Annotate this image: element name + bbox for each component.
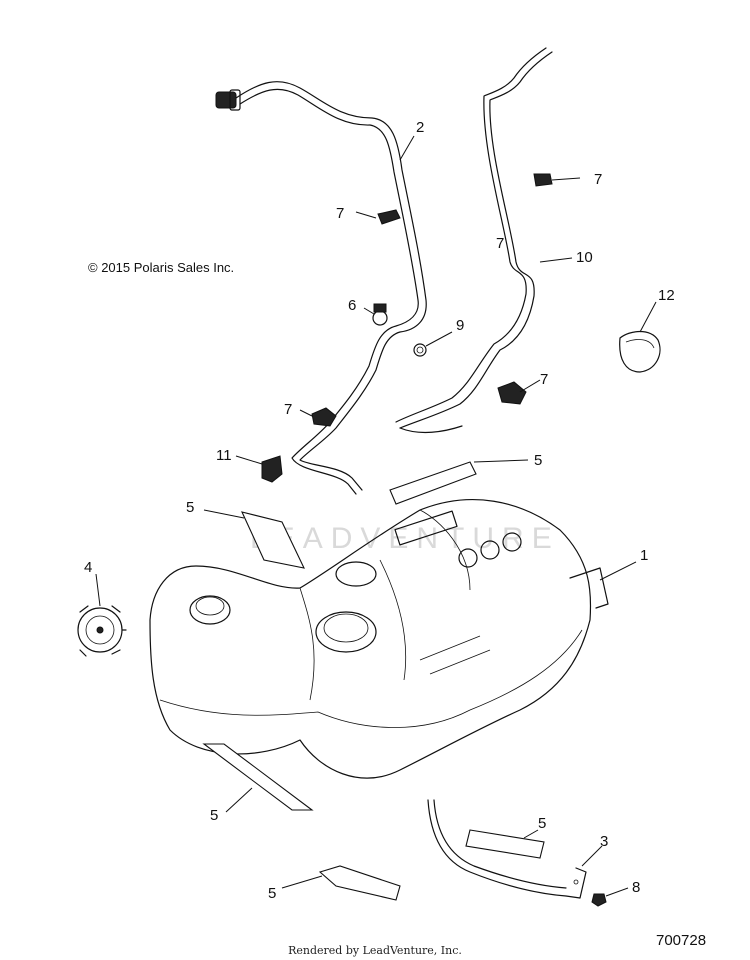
callout-5: 5: [186, 499, 194, 516]
part-2-vent-hose: [215, 81, 427, 495]
copyright-notice: © 2015 Polaris Sales Inc.: [88, 260, 235, 275]
callout-7: 7: [496, 235, 504, 252]
pad-bottom: [318, 865, 401, 901]
callout-5: 5: [538, 815, 546, 832]
pad-lower-right: [465, 829, 545, 859]
callout-7: 7: [594, 171, 602, 188]
figure-number: 700728: [656, 932, 707, 949]
part-3-strap: [427, 799, 587, 899]
part-11-bracket: [261, 455, 283, 483]
part-7-clip-mid-left: [311, 407, 337, 427]
part-9-clamp: [413, 343, 427, 357]
part-6-clamp: [372, 303, 388, 326]
part-4-fuel-cap: [77, 605, 127, 657]
callout-3: 3: [600, 833, 608, 850]
callout-7: 7: [336, 205, 344, 222]
part-7-clip-mid-right: [497, 381, 527, 405]
callout-12: 12: [658, 287, 675, 304]
callout-2: 2: [416, 119, 424, 136]
callout-5: 5: [534, 452, 542, 469]
part-8-bolt: [591, 893, 607, 907]
callout-labels: 2 7 7 7 10 6 9 12 7 7 11 5 5 4 1 5 5 3 5…: [84, 119, 675, 902]
part-5-pads: [202, 461, 545, 901]
part-10-vent-hose: [395, 47, 553, 434]
vent-hose-connector: [215, 91, 237, 109]
callout-6: 6: [348, 297, 356, 314]
callout-7: 7: [284, 401, 292, 418]
footer-credit: Rendered by LeadVenture, Inc.: [288, 944, 462, 957]
pad-upper-right: [389, 461, 477, 505]
pad-lower-left: [202, 743, 314, 811]
callout-10: 10: [576, 249, 593, 266]
leader-lines: [95, 135, 657, 897]
callout-5: 5: [268, 885, 276, 902]
callout-4: 4: [84, 559, 92, 576]
part-1-fuel-tank: [149, 499, 609, 779]
callout-9: 9: [456, 317, 464, 334]
callout-7: 7: [540, 371, 548, 388]
part-12-seal: [619, 330, 661, 373]
part-7-clip-upper-left: [377, 209, 401, 225]
callout-5: 5: [210, 807, 218, 824]
callout-11: 11: [216, 447, 232, 464]
pad-left: [241, 511, 305, 569]
callout-1: 1: [640, 547, 648, 564]
part-7-clip-upper-right: [533, 173, 553, 187]
callout-8: 8: [632, 879, 640, 896]
